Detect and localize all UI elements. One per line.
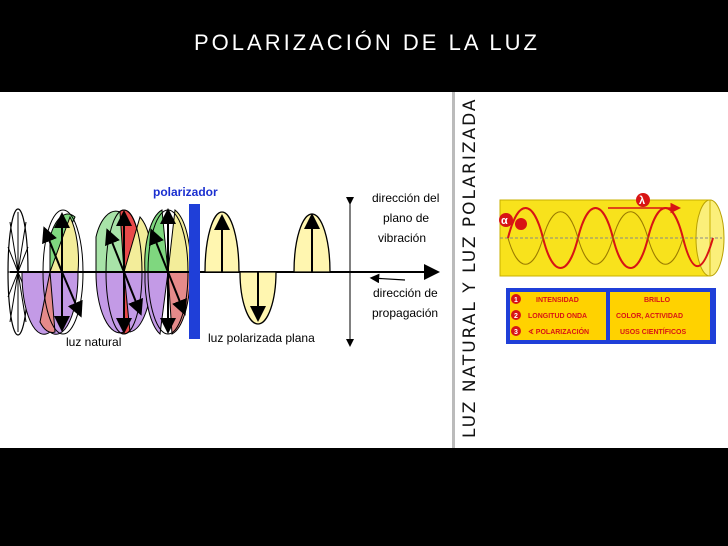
propagation-label-1: dirección de: [373, 286, 438, 300]
panel-divider: [452, 92, 455, 448]
side-title: LUZ NATURAL Y LUZ POLARIZADA: [460, 97, 480, 438]
legend-left-3: ∢ POLARIZACIÓN: [528, 327, 589, 336]
polarized-light-label: luz polarizada plana: [208, 331, 315, 345]
legend-number-3: 3: [514, 329, 518, 336]
polarized-light-arrows: [214, 213, 320, 322]
natural-light-label: luz natural: [66, 335, 121, 349]
polarized-light-ellipses: [204, 211, 331, 325]
legend-left-1: INTENSIDAD: [536, 297, 579, 304]
wave-properties-diagram: λ α 1 2 3 INTENSIDAD LONGITUD ONDA ∢ POL…: [499, 193, 725, 344]
polarizer-plate: [189, 204, 200, 339]
propagation-pointer: [369, 273, 406, 284]
vibration-label-1: dirección del: [372, 191, 439, 205]
intensity-badge: [515, 218, 527, 230]
propagation-label-2: propagación: [372, 306, 438, 320]
vibration-label-2: plano de: [383, 211, 429, 225]
natural-light-arrows: [42, 208, 187, 334]
light-wave-2: [507, 211, 684, 265]
legend-number-2: 2: [514, 313, 518, 320]
lambda-symbol: λ: [639, 195, 645, 207]
legend-left-2: LONGITUD ONDA: [528, 313, 587, 320]
polarizer-label: polarizador: [153, 185, 218, 199]
vibration-label-3: vibración: [378, 231, 426, 245]
alpha-badge: [499, 213, 513, 227]
polarization-diagram: polarizador dirección del plano de vibra…: [7, 185, 440, 349]
lambda-badge: [636, 193, 650, 207]
legend-right-3: USOS CIENTÍFICOS: [620, 327, 686, 336]
legend-right-2: COLOR, ACTIVIDAD: [616, 313, 683, 320]
slide-title: POLARIZACIÓN DE LA LUZ: [194, 30, 540, 55]
legend-right-1: BRILLO: [644, 297, 671, 304]
legend-box: [506, 288, 716, 344]
alpha-symbol: α: [501, 215, 508, 227]
legend-number-1: 1: [514, 297, 518, 304]
